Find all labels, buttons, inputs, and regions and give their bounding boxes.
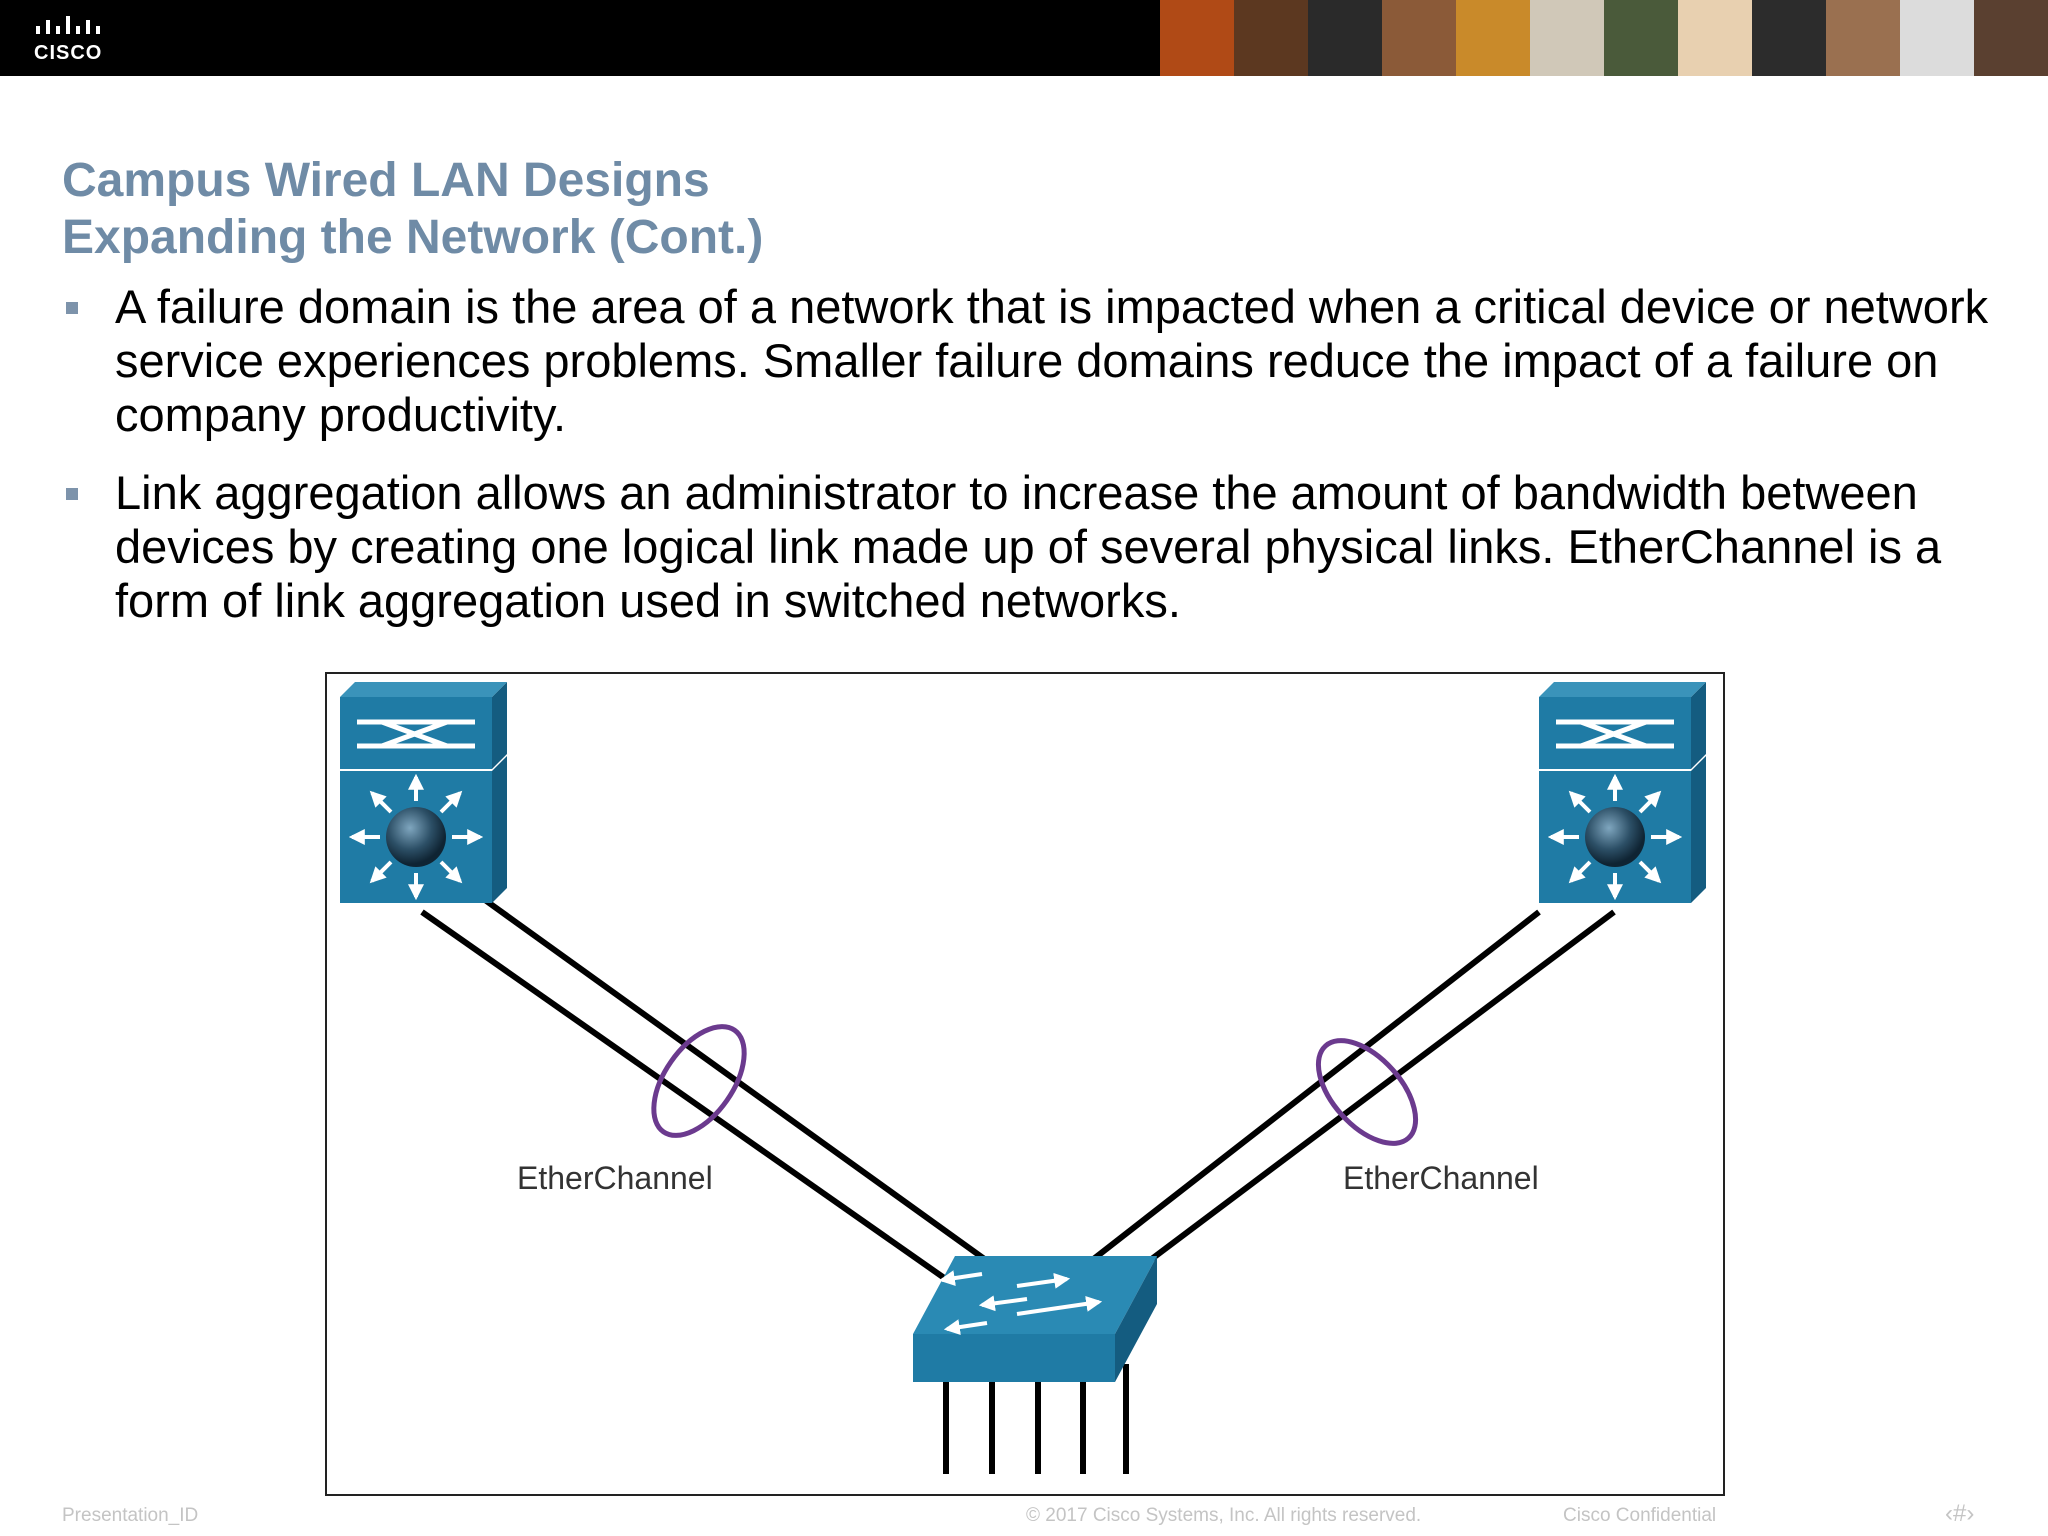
- footer-presentation-id: Presentation_ID: [62, 1505, 199, 1526]
- link-line: [1080, 909, 1541, 1271]
- bullet-square-icon: [66, 302, 78, 314]
- bullet-item: Link aggregation allows an administrator…: [62, 466, 2012, 628]
- header-photo-tile: [1160, 0, 1234, 76]
- footer-page-marker: ‹#›: [1945, 1500, 1975, 1527]
- slide-title-line1: Campus Wired LAN Designs: [62, 154, 710, 207]
- header-photo-strip: [1160, 0, 2048, 76]
- bullet-square-icon: [66, 488, 78, 500]
- cisco-bars-icon: [36, 16, 100, 34]
- slide-title: Campus Wired LAN Designs Expanding the N…: [62, 152, 763, 266]
- etherchannel-diagram: EtherChannel EtherChannel: [325, 672, 1725, 1496]
- diagram-canvas: EtherChannel EtherChannel: [340, 682, 1706, 1474]
- link-line: [483, 897, 999, 1271]
- right-etherchannel-ring: [1315, 1038, 1419, 1146]
- bullet-list: A failure domain is the area of a networ…: [62, 280, 2012, 652]
- header-bar: CISCO: [0, 0, 2048, 76]
- access-switch-icon: [913, 1256, 1157, 1382]
- bullet-text: A failure domain is the area of a networ…: [115, 280, 1989, 441]
- header-photo-tile: [1974, 0, 2048, 76]
- slide-title-line2: Expanding the Network (Cont.): [62, 211, 764, 264]
- link-line: [1111, 909, 1616, 1291]
- right-links: [1080, 909, 1616, 1291]
- header-photo-tile: [1678, 0, 1752, 76]
- header-photo-tile: [1382, 0, 1456, 76]
- bullet-text: Link aggregation allows an administrator…: [115, 466, 1942, 627]
- cisco-logo: CISCO: [34, 14, 124, 64]
- left-etherchannel-ring: [651, 1024, 747, 1138]
- footer-copyright: © 2017 Cisco Systems, Inc. All rights re…: [1026, 1505, 1422, 1526]
- header-photo-tile: [1456, 0, 1530, 76]
- footer-confidential: Cisco Confidential: [1563, 1505, 1717, 1526]
- link-line: [420, 909, 952, 1285]
- header-photo-tile: [1604, 0, 1678, 76]
- header-photo-tile: [1530, 0, 1604, 76]
- right-etherchannel-label: EtherChannel: [1343, 1160, 1539, 1196]
- bullet-item: A failure domain is the area of a networ…: [62, 280, 2012, 442]
- header-photo-tile: [1234, 0, 1308, 76]
- left-etherchannel-label: EtherChannel: [517, 1160, 713, 1196]
- header-photo-tile: [1752, 0, 1826, 76]
- header-photo-tile: [1900, 0, 1974, 76]
- header-photo-tile: [1826, 0, 1900, 76]
- access-switch-ports: [943, 1364, 1129, 1474]
- left-multilayer-switch-icon: [340, 682, 507, 903]
- right-multilayer-switch-icon: [1539, 682, 1706, 903]
- cisco-logo-text: CISCO: [34, 42, 103, 64]
- left-links: [420, 897, 999, 1285]
- header-photo-tile: [1308, 0, 1382, 76]
